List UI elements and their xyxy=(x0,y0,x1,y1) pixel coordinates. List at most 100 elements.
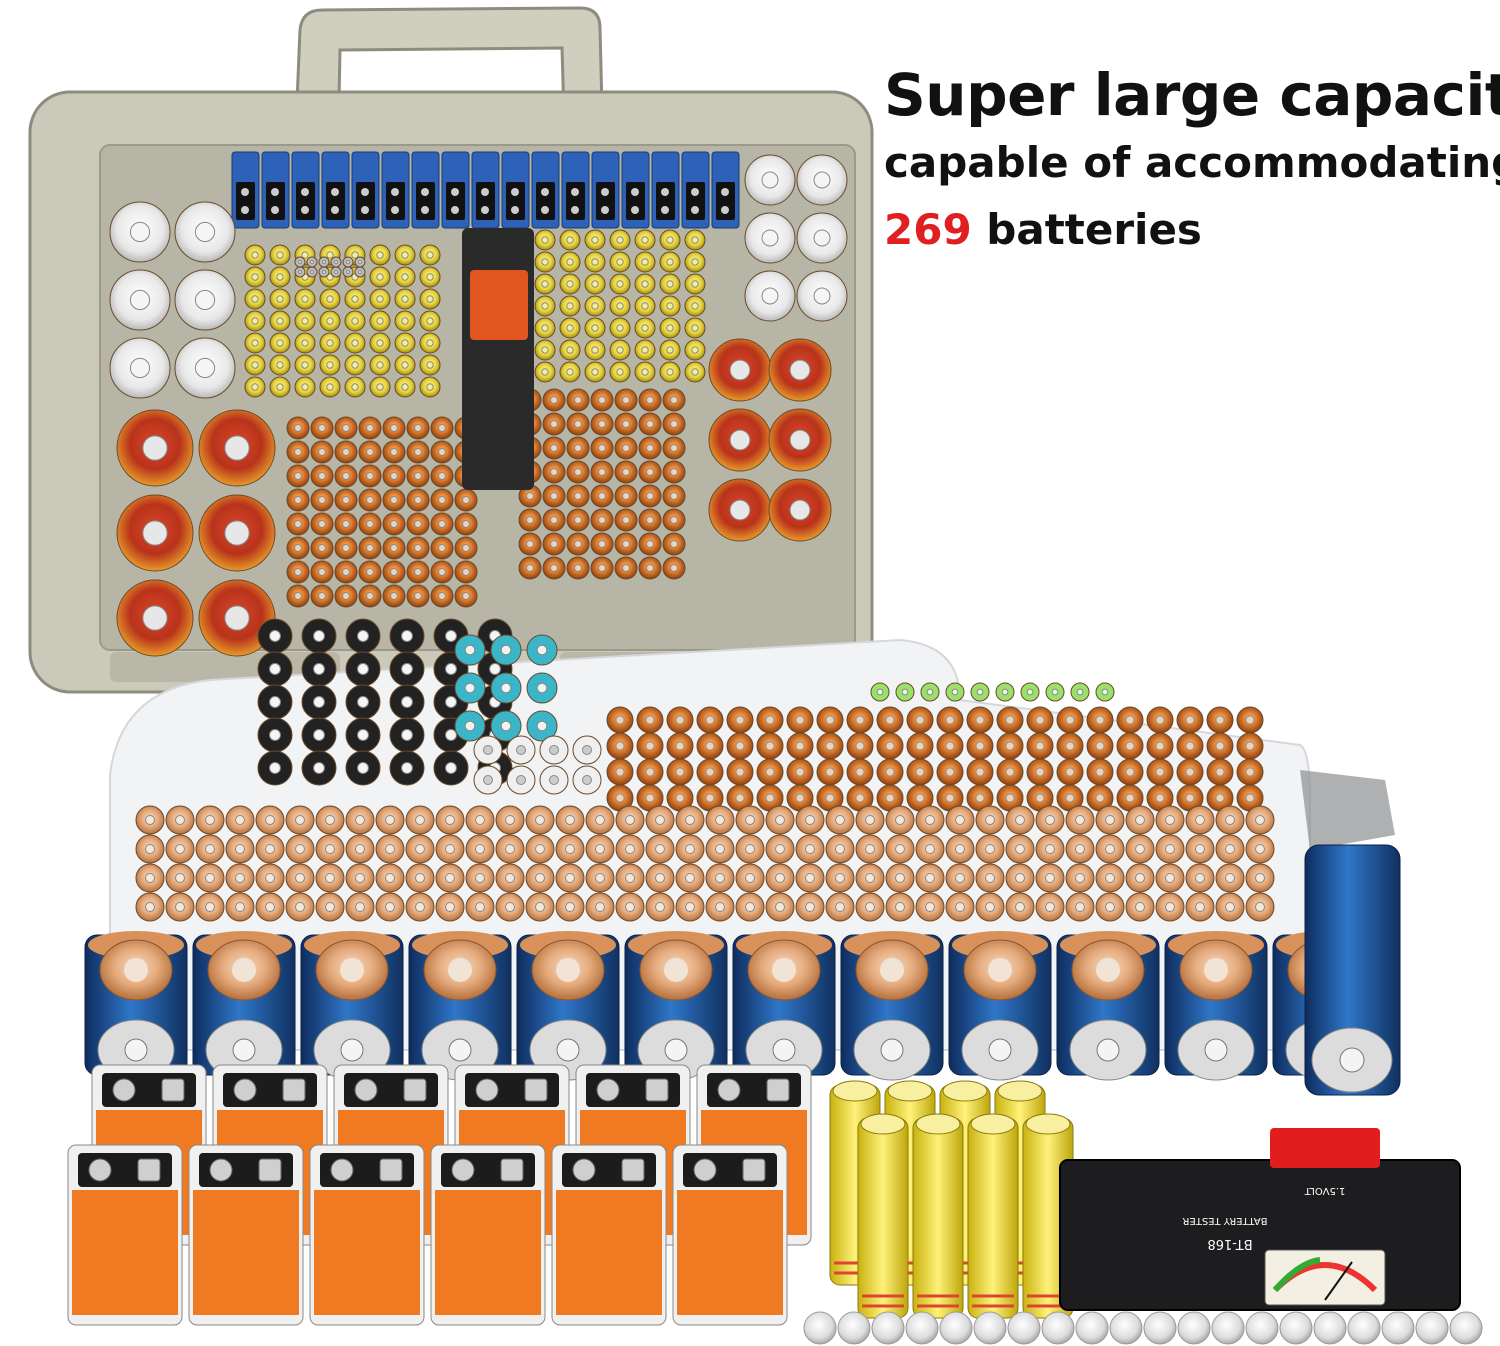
battery-cell xyxy=(294,256,306,268)
battery-cell xyxy=(726,706,754,734)
battery-cell xyxy=(518,484,542,508)
battery-cell xyxy=(606,732,634,760)
nine-volt-top xyxy=(231,151,260,229)
battery-cell xyxy=(1155,805,1185,835)
battery-cell xyxy=(465,805,495,835)
battery-cell xyxy=(609,273,631,295)
battery-cell xyxy=(846,706,874,734)
battery-cell xyxy=(382,464,406,488)
battery-cell xyxy=(585,863,615,893)
battery-cell xyxy=(614,388,638,412)
battery-cell xyxy=(796,154,848,206)
white-c-cells-left xyxy=(109,201,236,399)
battery-cell xyxy=(382,512,406,536)
battery-cell xyxy=(430,536,454,560)
battery-cell xyxy=(906,706,934,734)
battery-cell xyxy=(995,682,1015,702)
battery-cell xyxy=(614,532,638,556)
coin-cell xyxy=(1041,1311,1075,1345)
battery-tester[interactable]: BT-168 BATTERY TESTER 1.5VOLT xyxy=(1059,1128,1461,1311)
battery-cell xyxy=(310,536,334,560)
battery-cell xyxy=(135,834,165,864)
battery-cell xyxy=(334,536,358,560)
battery-cell xyxy=(1125,834,1155,864)
battery-cell xyxy=(1185,892,1215,922)
d-cells-left xyxy=(116,409,276,657)
battery-cell xyxy=(244,288,266,310)
battery-cell xyxy=(662,388,686,412)
battery-cell xyxy=(174,201,236,263)
battery-cell xyxy=(330,266,342,278)
battery-cell xyxy=(255,863,285,893)
battery-cell xyxy=(319,332,341,354)
battery-cell xyxy=(786,758,814,786)
battery-cell xyxy=(344,376,366,398)
battery-cell xyxy=(310,440,334,464)
battery-cell xyxy=(996,732,1024,760)
battery-cell xyxy=(369,354,391,376)
battery-cell xyxy=(638,460,662,484)
battery-cell xyxy=(906,758,934,786)
battery-cell xyxy=(559,317,581,339)
battery-cell xyxy=(1026,706,1054,734)
battery-cell xyxy=(419,266,441,288)
battery-cell xyxy=(906,732,934,760)
tester-slider[interactable] xyxy=(1270,1128,1380,1168)
white-c-cells-right xyxy=(744,154,848,322)
battery-cell xyxy=(135,805,165,835)
battery-cell xyxy=(294,376,316,398)
battery-cell xyxy=(1236,732,1264,760)
battery-cell xyxy=(638,556,662,580)
battery-cell xyxy=(525,834,555,864)
battery-cell xyxy=(1095,892,1125,922)
battery-cell xyxy=(584,339,606,361)
battery-cell xyxy=(394,310,416,332)
battery-cell xyxy=(684,295,706,317)
battery-cell xyxy=(195,834,225,864)
battery-cell xyxy=(294,354,316,376)
battery-cell xyxy=(286,440,310,464)
battery-cell xyxy=(606,784,634,812)
battery-cell xyxy=(369,332,391,354)
battery-cell xyxy=(358,440,382,464)
battery-cell xyxy=(816,732,844,760)
battery-cell xyxy=(659,273,681,295)
battery-cell xyxy=(285,805,315,835)
battery-cell xyxy=(465,834,495,864)
battery-cell xyxy=(310,512,334,536)
battery-cell xyxy=(315,805,345,835)
battery-cell xyxy=(1236,758,1264,786)
battery-cell xyxy=(559,339,581,361)
battery-cell xyxy=(406,416,430,440)
battery-cell xyxy=(566,460,590,484)
battery-cell xyxy=(406,440,430,464)
battery-cell xyxy=(1095,805,1125,835)
battery-cell xyxy=(394,244,416,266)
battery-cell xyxy=(269,288,291,310)
battery-cell xyxy=(816,784,844,812)
battery-cell xyxy=(584,361,606,383)
battery-cell xyxy=(708,478,772,542)
battery-cell xyxy=(542,436,566,460)
battery-cell xyxy=(534,361,556,383)
battery-cell xyxy=(315,863,345,893)
battery-cell xyxy=(319,288,341,310)
battery-cell xyxy=(1245,863,1275,893)
battery-cell xyxy=(394,288,416,310)
battery-cell xyxy=(294,288,316,310)
battery-cell xyxy=(430,512,454,536)
battery-cell xyxy=(389,750,425,786)
battery-cell xyxy=(795,863,825,893)
battery-cell xyxy=(354,266,366,278)
tester-meter xyxy=(1264,1249,1386,1306)
nine-volt-battery xyxy=(309,1144,425,1326)
battery-cell xyxy=(1116,706,1144,734)
battery-cell xyxy=(286,512,310,536)
battery-cell xyxy=(406,536,430,560)
battery-cell xyxy=(559,361,581,383)
battery-cell xyxy=(345,651,381,687)
nine-volt-batteries xyxy=(67,1064,812,1326)
battery-cell xyxy=(1086,732,1114,760)
nine-volt-top xyxy=(531,151,560,229)
battery-cell xyxy=(358,584,382,608)
